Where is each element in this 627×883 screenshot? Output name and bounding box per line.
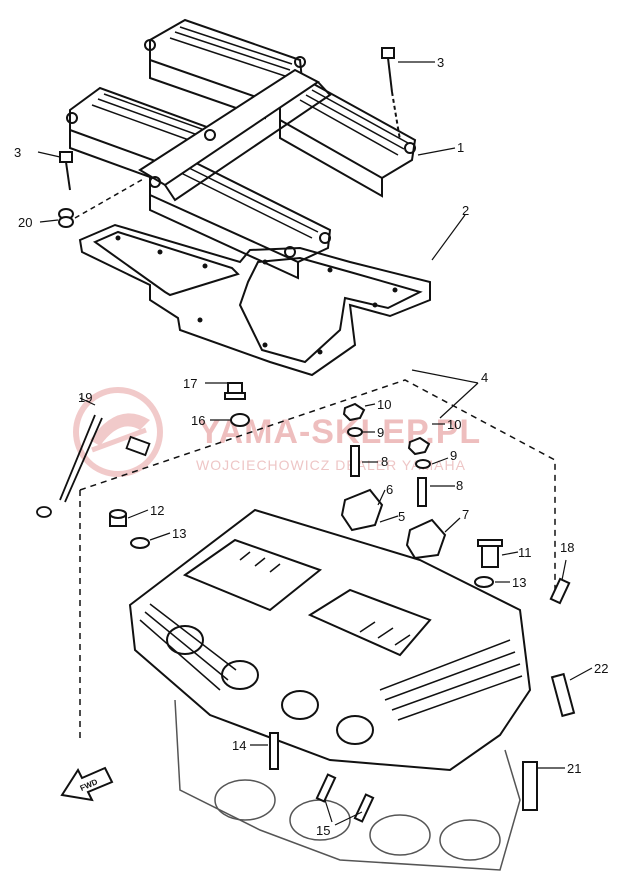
o-ring-13-left [130,537,150,549]
stud-21 [522,761,538,811]
callout-15: 15 [316,823,330,838]
grommet-20 [58,208,74,228]
callout-8-right: 8 [456,478,463,493]
callout-5: 5 [398,509,405,524]
callout-13-left: 13 [172,526,186,541]
cap-6 [340,488,384,532]
cover-bolt-3-left [59,151,73,191]
callout-9-right: 9 [450,448,457,463]
callout-12: 12 [150,503,164,518]
callout-13-right: 13 [512,575,526,590]
callout-8-left: 8 [381,454,388,469]
callout-11: 11 [518,545,532,560]
callout-10-left: 10 [377,397,391,412]
callout-20: 20 [18,215,32,230]
callout-21: 21 [567,761,581,776]
nut-10-right [407,436,431,456]
cover-bolt-3-right [381,47,401,141]
cap-7 [405,518,447,560]
gasket-16 [230,413,250,427]
watermark-subtitle: WOJCIECHOWICZ DEALER YAMAHA [196,457,466,473]
callout-16: 16 [191,413,205,428]
stud-14 [269,732,279,770]
o-ring-13-right [474,576,494,588]
washer-9-left [347,427,363,437]
callout-19: 19 [78,390,92,405]
callout-17: 17 [183,376,197,391]
callout-2: 2 [462,203,469,218]
callout-3-left: 3 [14,145,21,160]
callout-3-top: 3 [437,55,444,70]
watermark-logo [73,387,163,477]
callout-7: 7 [462,507,469,522]
cylinder-head-dashed-outline [79,379,556,740]
callout-numbers: 3 1 2 3 20 4 10 9 8 6 5 10 9 8 7 11 13 1… [14,55,608,838]
leader-lines [37,61,593,826]
head-cover-gasket [78,223,431,377]
stud-8-right [417,477,427,507]
callout-6: 6 [386,482,393,497]
cylinder-head [128,508,532,772]
callout-4: 4 [481,370,488,385]
oil-plug-17 [224,382,246,400]
cylinder-head-cover [66,18,417,280]
pipe-19 [36,414,151,518]
nut-10-left [342,402,366,422]
callout-14: 14 [232,738,246,753]
callout-1: 1 [457,140,464,155]
stud-22 [550,672,576,718]
callout-10-right: 10 [447,417,461,432]
dowel-15 [315,773,375,823]
washer-9-right [415,459,431,469]
spark-plug-18 [549,577,571,605]
stud-8-left [350,445,360,477]
leader-20-cover [74,177,146,219]
callout-9-left: 9 [377,425,384,440]
fitting-11 [477,539,503,568]
callout-22: 22 [594,661,608,676]
plug-12 [109,509,127,527]
fwd-arrow-icon: FWD [60,766,114,802]
callout-18: 18 [560,540,574,555]
